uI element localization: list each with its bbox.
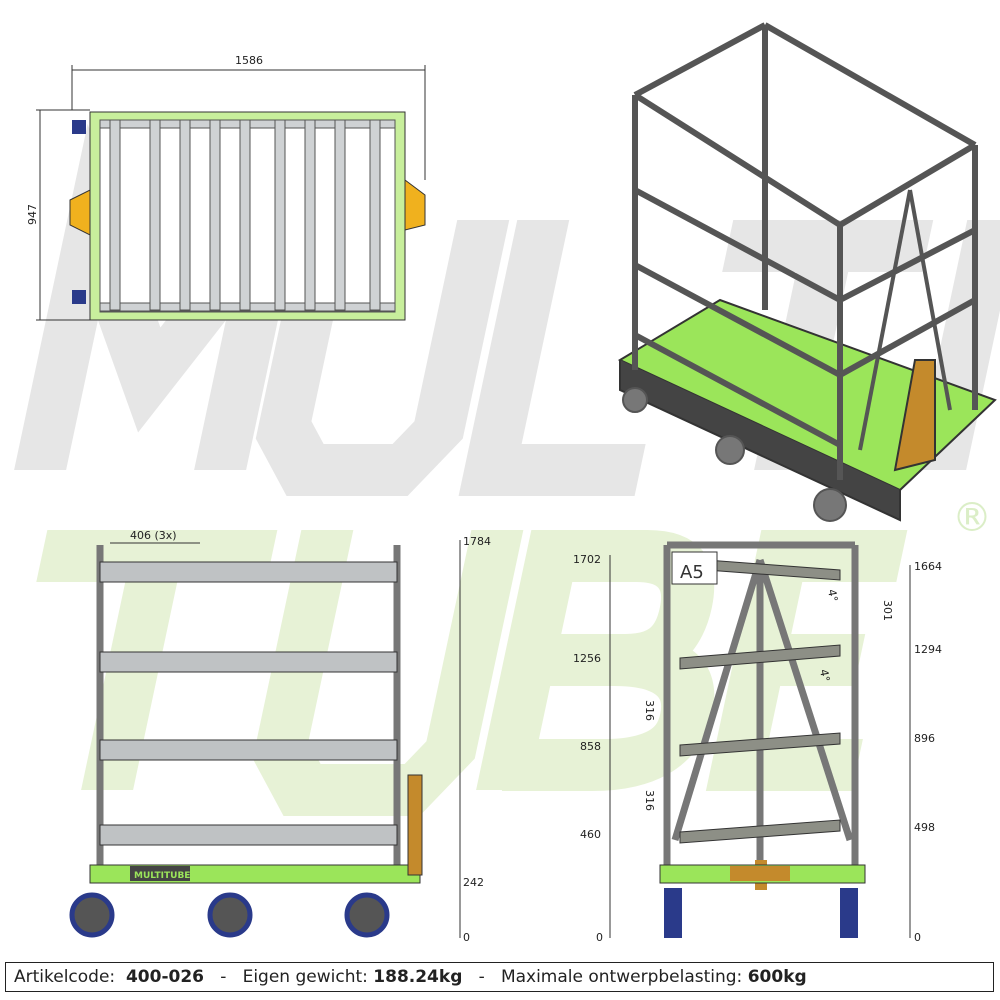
dim-zero: 0 (463, 931, 470, 944)
label-a5: A5 (680, 562, 704, 583)
angle-top: 4° (825, 588, 840, 603)
dim-right-498: 498 (914, 821, 935, 834)
angle-second: 4° (817, 668, 832, 683)
footer-info: Artikelcode: 400-026 - Eigen gewicht: 18… (5, 962, 994, 992)
load-value: 600kg (747, 967, 807, 987)
dim-spacing: 406 (3x) (130, 529, 177, 542)
article-code: 400-026 (125, 967, 204, 987)
side-view: A5 1702 1256 858 460 0 1664 1294 896 498… (573, 541, 942, 944)
dim-right-896: 896 (914, 732, 935, 745)
weight-label: Eigen gewicht: (242, 967, 368, 987)
handle (404, 179, 426, 231)
dim-gap-301: 301 (881, 600, 894, 621)
dim-left-1702: 1702 (573, 553, 601, 566)
dim-gap-316-a: 316 (643, 700, 656, 721)
dim-gap-316-b: 316 (643, 790, 656, 811)
dim-height-base: 242 (463, 876, 484, 889)
dim-depth: 947 (26, 204, 39, 225)
code-label: Artikelcode: (14, 967, 116, 987)
dim-right-1294: 1294 (914, 643, 942, 656)
dim-height-total: 1784 (463, 535, 491, 548)
dim-right-1664: 1664 (914, 560, 942, 573)
front-view: 406 (3x) MULTITUBE 1784 242 0 (69, 529, 491, 944)
dim-right-0: 0 (914, 931, 921, 944)
separator: - (478, 967, 485, 987)
registered-mark: ® (952, 495, 992, 541)
dim-left-1256: 1256 (573, 652, 601, 665)
dim-left-858: 858 (580, 740, 601, 753)
base-logo: MULTITUBE (134, 871, 190, 881)
separator: - (220, 967, 227, 987)
dim-left-0: 0 (596, 931, 603, 944)
load-label: Maximale ontwerpbelasting: (500, 967, 743, 987)
weight-value: 188.24kg (373, 967, 463, 987)
dim-left-460: 460 (580, 828, 601, 841)
top-view: 1586 947 (26, 54, 426, 321)
isometric-view (617, 22, 997, 522)
dim-width: 1586 (235, 54, 263, 67)
